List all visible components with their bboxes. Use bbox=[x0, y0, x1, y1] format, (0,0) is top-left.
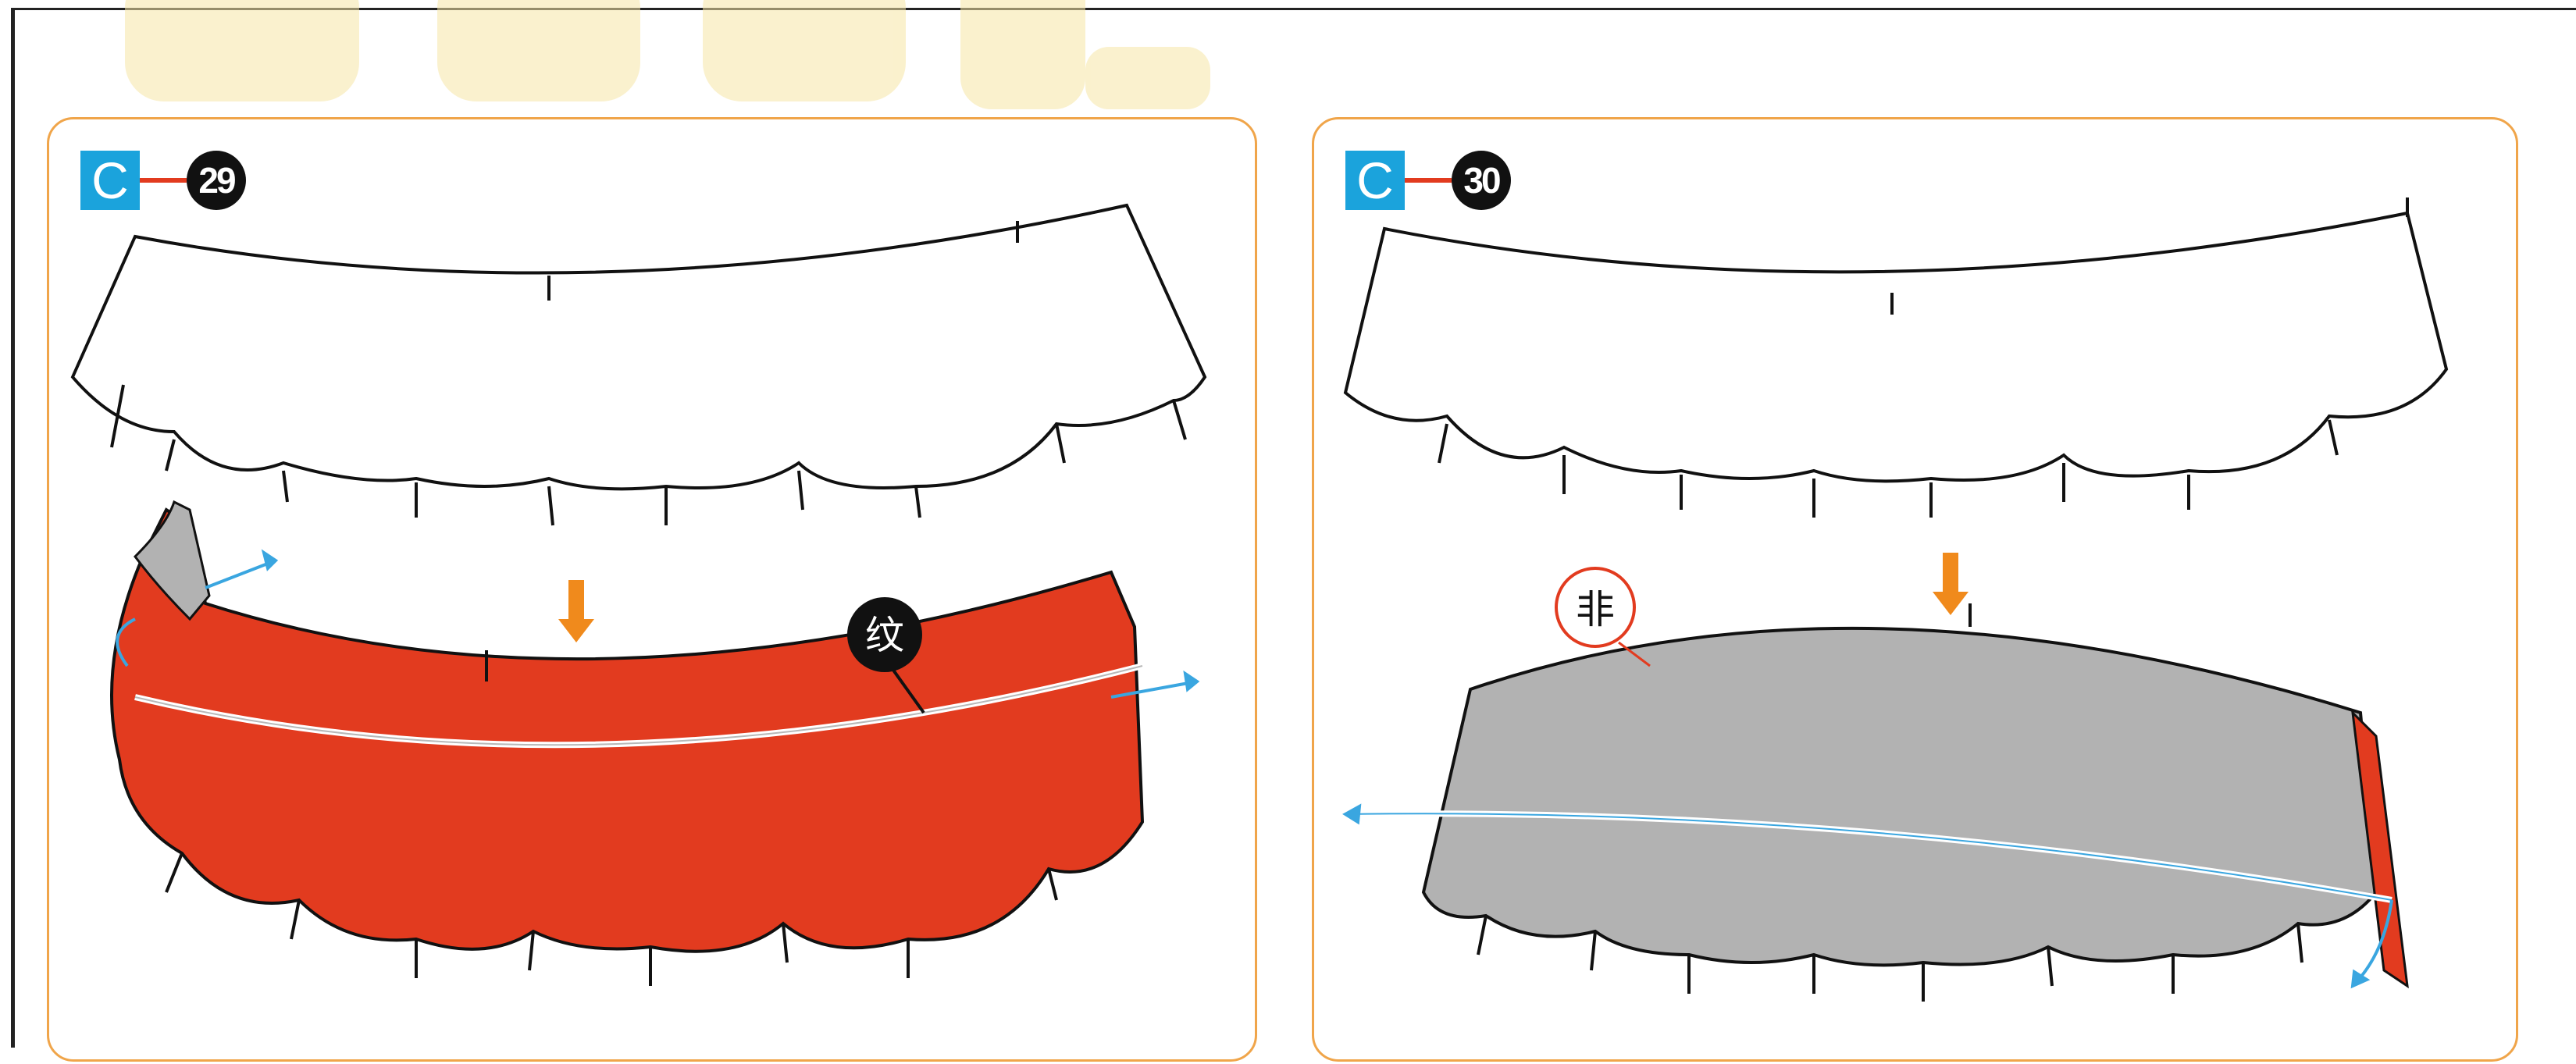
step-29-illustration: 纹 bbox=[49, 119, 1259, 1064]
down-arrow bbox=[558, 580, 594, 642]
parts-outline-top bbox=[1345, 197, 2446, 518]
down-arrow bbox=[1933, 553, 1969, 615]
grey-band-piece bbox=[1345, 603, 2407, 1002]
step-panel-30: C 30 bbox=[1312, 117, 2518, 1062]
label-wen-text: 纹 bbox=[865, 613, 904, 658]
red-band-piece bbox=[112, 502, 1142, 986]
label-fei-text: 非 bbox=[1576, 587, 1615, 632]
parts-outline-top bbox=[73, 205, 1205, 525]
step-panel-29: C 29 bbox=[47, 117, 1257, 1062]
step-30-illustration: 非 bbox=[1314, 119, 2521, 1064]
